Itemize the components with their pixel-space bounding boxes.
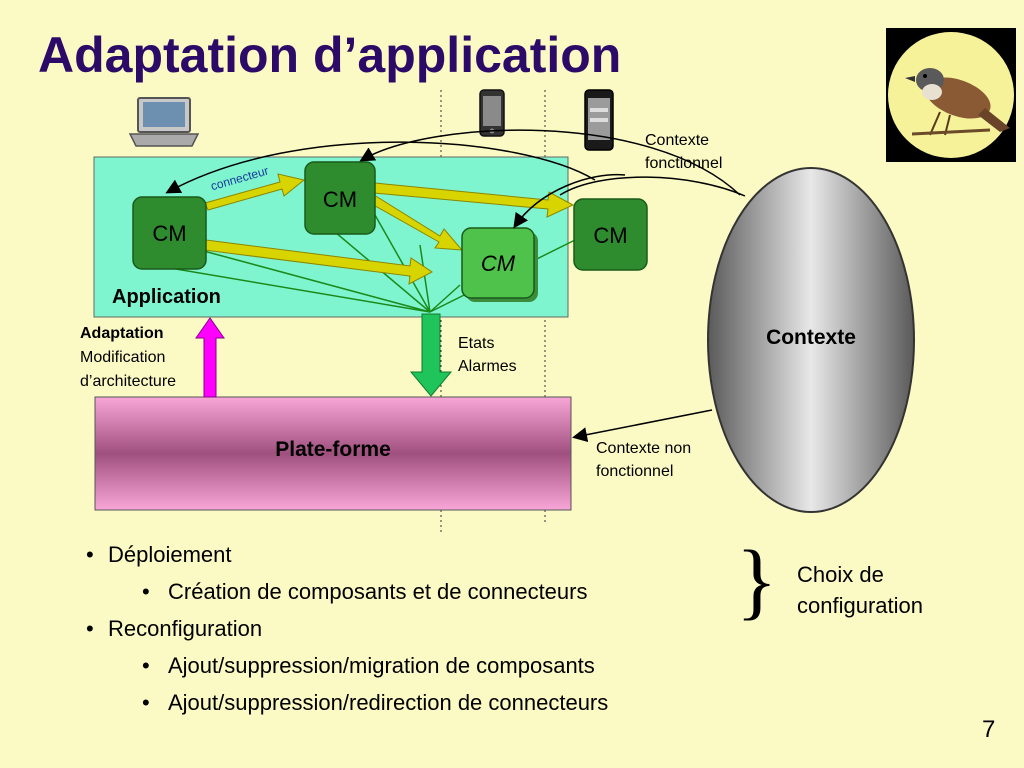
etats-arrow xyxy=(409,313,453,397)
etats-line2: Alarmes xyxy=(458,358,517,375)
contexte-ellipse xyxy=(707,167,915,513)
sub-bullet-item: Ajout/suppression/redirection de connect… xyxy=(86,684,608,721)
curly-brace: } xyxy=(736,532,778,628)
cm-box-new xyxy=(461,227,535,299)
adaptation-arrow xyxy=(195,317,225,398)
slide-title: Adaptation d’application xyxy=(38,27,622,83)
bullet-item: Déploiement xyxy=(86,536,608,573)
contexte-fonctionnel-line2: fonctionnel xyxy=(645,155,723,172)
smartphone-icon xyxy=(584,89,614,151)
page-number: 7 xyxy=(982,716,996,743)
cm-label: CM xyxy=(152,221,187,246)
etats-line1: Etats xyxy=(458,335,495,352)
cm-label: CM xyxy=(480,251,516,276)
sub-bullet-item: Ajout/suppression/migration de composant… xyxy=(86,647,608,684)
laptop-icon xyxy=(128,97,200,147)
contexte-non-fonctionnel-line1: Contexte non xyxy=(596,440,692,457)
connector-arrow xyxy=(369,194,464,251)
brace-note-line1: Choix de xyxy=(797,562,884,587)
contexte-non-fonctionnel-line2: fonctionnel xyxy=(596,463,674,480)
connector-arrow xyxy=(373,182,575,218)
smartphone-icon xyxy=(479,89,505,137)
contexte-fonctionnel-line1: Contexte xyxy=(645,132,710,149)
cm-box xyxy=(132,196,207,270)
platform-label: Plate-forme xyxy=(275,438,391,461)
connector-arrow xyxy=(204,173,306,211)
cm-box xyxy=(304,161,376,235)
adaptation-line2: d’architecture xyxy=(80,373,177,390)
sub-bullet-item: Création de composants et de connecteurs xyxy=(86,573,608,610)
platform-box xyxy=(94,396,572,511)
adaptation-title: Adaptation xyxy=(80,325,164,342)
sparrow-logo xyxy=(905,68,1010,136)
cm-label: CM xyxy=(593,223,628,248)
brace-note: Choix de configuration xyxy=(797,559,923,621)
cm-label: CM xyxy=(322,187,358,212)
reconfiguration-arrows xyxy=(165,129,746,443)
contexte-label: Contexte xyxy=(766,326,856,349)
bullet-item: Reconfiguration xyxy=(86,610,608,647)
connector-arrows xyxy=(203,173,575,285)
application-label: Application xyxy=(112,286,221,308)
adaptation-line1: Modification xyxy=(80,349,166,366)
connector-arrow xyxy=(203,239,433,285)
brace-note-line2: configuration xyxy=(797,593,923,618)
bullet-list: Déploiement Création de composants et de… xyxy=(86,536,608,721)
cm-box xyxy=(573,198,648,271)
